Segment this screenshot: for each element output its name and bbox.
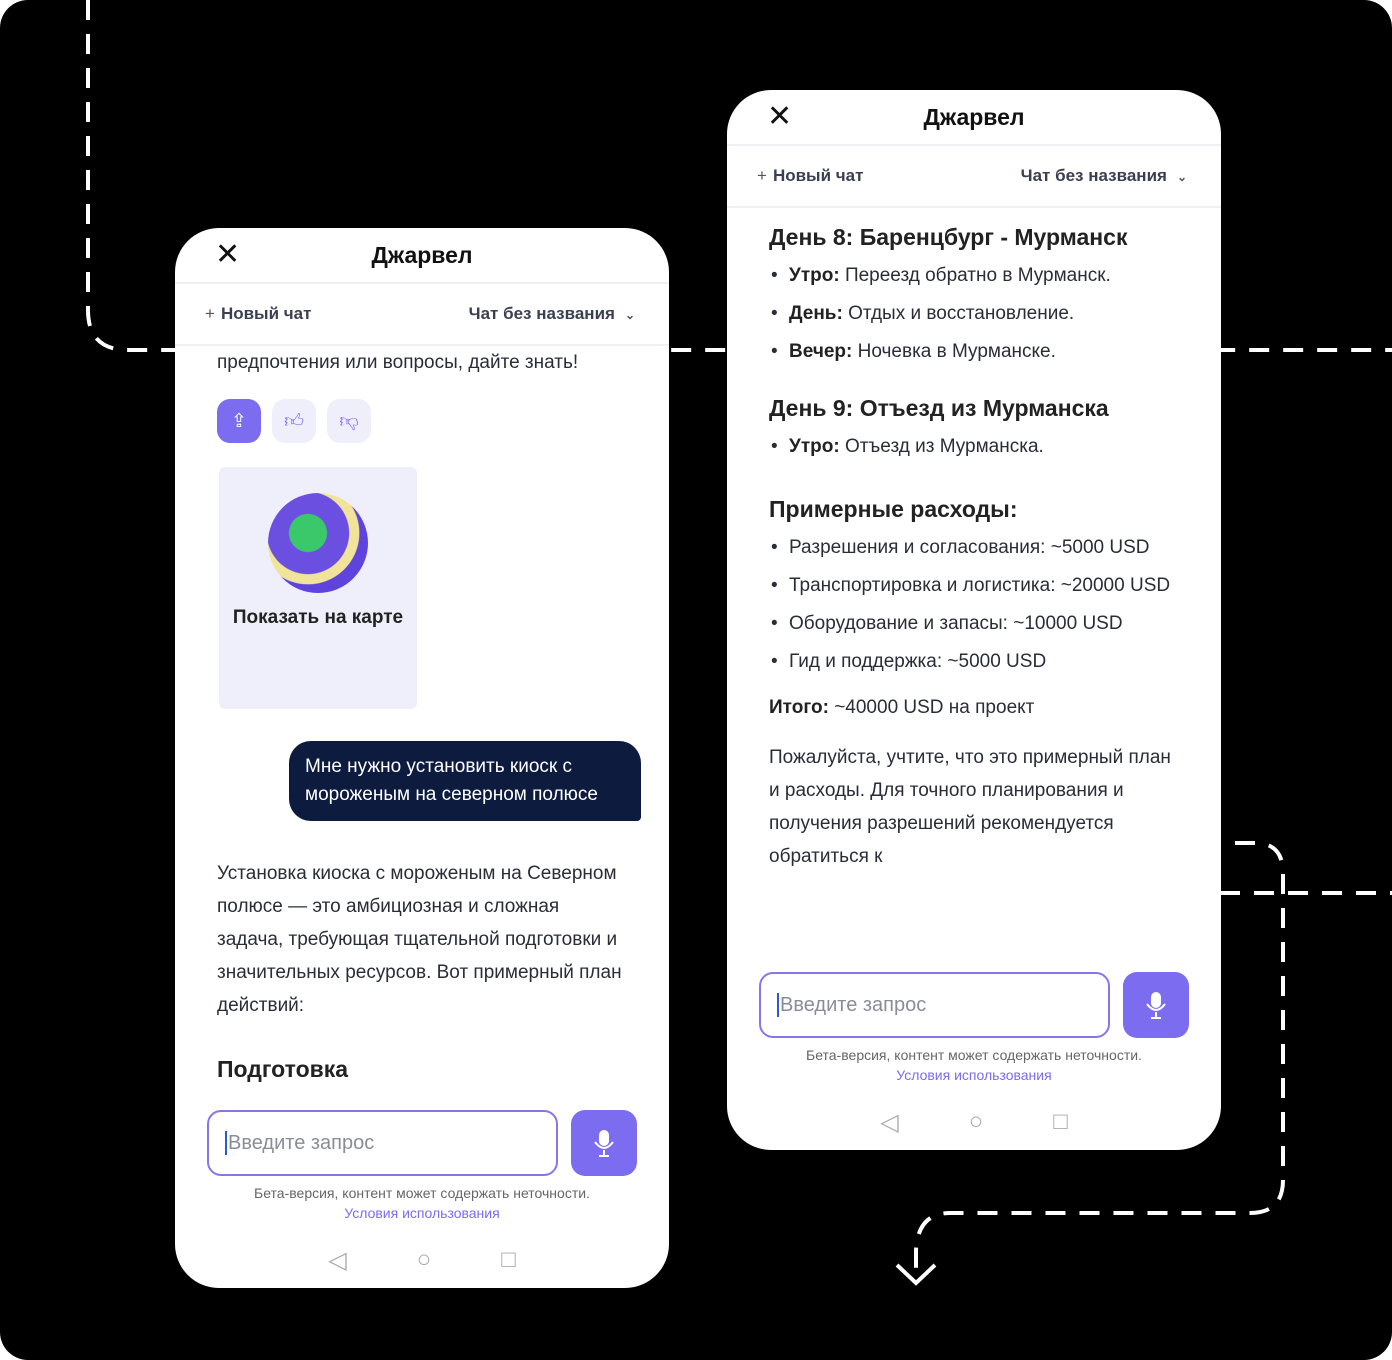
list-item: Транспортировка и логистика: ~20000 USD: [769, 572, 1179, 599]
recents-nav-icon[interactable]: □: [501, 1246, 516, 1273]
chevron-down-icon: ⌄: [1176, 170, 1187, 184]
note-text: Пожалуйста, учтите, что это примерный пл…: [769, 747, 1171, 867]
chat-name: Чат без названия: [468, 304, 615, 323]
costs-heading: Примерные расходы:: [769, 496, 1018, 522]
list-item: Оборудование и запасы: ~10000 USD: [769, 610, 1179, 637]
new-chat-button[interactable]: + Новый чат: [205, 304, 311, 324]
new-chat-button[interactable]: + Новый чат: [757, 166, 863, 186]
home-nav-icon[interactable]: ○: [968, 1108, 984, 1135]
new-chat-label: Новый чат: [220, 304, 312, 323]
back-nav-icon[interactable]: ◁: [328, 1247, 347, 1274]
phone-left: ✕ Джарвел + Новый чат Чат без названия ⌄ пр…: [175, 228, 669, 1288]
terms-link[interactable]: Условия использования: [896, 1067, 1052, 1083]
chevron-down-icon: ⌄: [624, 308, 635, 322]
plus-icon: +: [205, 304, 215, 323]
microphone-icon: [1146, 992, 1166, 1019]
app-title: Джарвел: [923, 104, 1025, 130]
chat-scroll[interactable]: предпочтения или вопросы, дайте знать! ⇪…: [175, 346, 669, 1098]
assistant-reply: Установка киоска с мороженым на Северном…: [217, 863, 622, 1016]
microphone-icon: [594, 1130, 614, 1157]
day9-heading: День 9: Отъезд из Мурманска: [769, 395, 1109, 421]
input-placeholder: Введите запрос: [228, 1131, 375, 1154]
mic-button[interactable]: [1123, 972, 1189, 1038]
input-placeholder: Введите запрос: [780, 993, 927, 1016]
user-message: Мне нужно установить киоск с мороженым н…: [289, 741, 641, 821]
close-icon[interactable]: ✕: [215, 238, 241, 271]
chat-select[interactable]: Чат без названия ⌄: [469, 304, 635, 324]
section-heading: Подготовка: [217, 1056, 349, 1082]
home-nav-icon[interactable]: ○: [416, 1246, 432, 1273]
thumbs-down-icon[interactable]: 👎︎: [327, 399, 371, 443]
app-title: Джарвел: [371, 242, 473, 268]
globe-icon: [268, 493, 368, 593]
back-nav-icon[interactable]: ◁: [880, 1109, 899, 1136]
query-input[interactable]: Введите запрос: [207, 1110, 558, 1176]
plus-icon: +: [757, 166, 767, 185]
list-item: День: Отдых и восстановление.: [769, 300, 1179, 327]
beta-text: Бета-версия, контент может содержать нет…: [254, 1185, 590, 1201]
close-icon[interactable]: ✕: [767, 100, 793, 133]
new-chat-label: Новый чат: [772, 166, 864, 185]
show-on-map-card[interactable]: Показать на карте: [219, 467, 417, 709]
list-item: Утро: Переезд обратно в Мурманск.: [769, 262, 1179, 289]
list-item: Гид и поддержка: ~5000 USD: [769, 648, 1179, 675]
beta-disclaimer: Бета-версия, контент может содержать нет…: [727, 1045, 1221, 1085]
phone-right: ✕ Джарвел + Новый чат Чат без названия ⌄ Де…: [727, 90, 1221, 1150]
list-item: Утро: Отъезд из Мурманска.: [769, 433, 1179, 460]
beta-text: Бета-версия, контент может содержать нет…: [806, 1047, 1142, 1063]
assistant-text: предпочтения или вопросы, дайте знать!: [217, 352, 579, 373]
total: Итого: ~40000 USD на проект: [769, 697, 1035, 718]
list-item: Вечер: Ночевка в Мурманске.: [769, 338, 1179, 365]
recents-nav-icon[interactable]: □: [1053, 1108, 1068, 1135]
thumbs-up-icon[interactable]: 👍︎: [272, 399, 316, 443]
chat-scroll[interactable]: День 8: Баренцбург - Мурманск Утро: Пере…: [727, 208, 1221, 960]
beta-disclaimer: Бета-версия, контент может содержать нет…: [175, 1183, 669, 1223]
mic-button[interactable]: [571, 1110, 637, 1176]
share-icon[interactable]: ⇪: [217, 399, 261, 443]
chat-select[interactable]: Чат без названия ⌄: [1021, 166, 1187, 186]
query-input[interactable]: Введите запрос: [759, 972, 1110, 1038]
terms-link[interactable]: Условия использования: [344, 1205, 500, 1221]
map-card-label: Показать на карте: [232, 607, 404, 628]
list-item: Разрешения и согласования: ~5000 USD: [769, 534, 1179, 561]
day8-heading: День 8: Баренцбург - Мурманск: [769, 224, 1128, 250]
chat-name: Чат без названия: [1020, 166, 1167, 185]
